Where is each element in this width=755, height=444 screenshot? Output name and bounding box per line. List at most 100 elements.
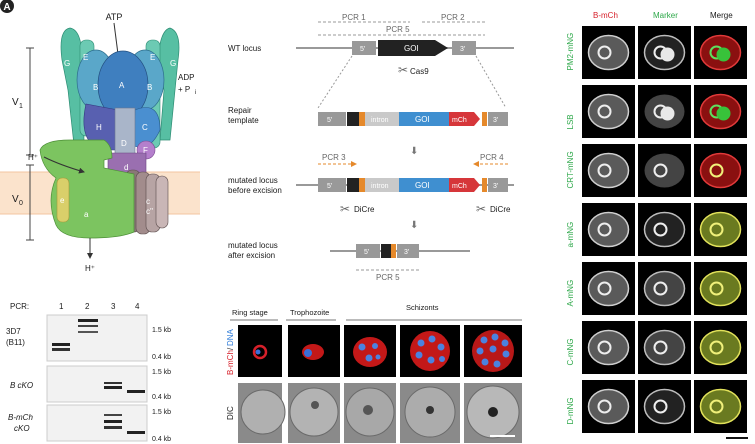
dicre-left-label: DiCre [354, 205, 375, 214]
svg-text:GOI: GOI [415, 181, 430, 190]
svg-text:/: / [226, 347, 235, 350]
lane-2-label: 2 [85, 302, 90, 311]
col-header-marker: Marker [653, 11, 678, 20]
stage-schizonts: Schizonts [406, 303, 439, 312]
wt-locus-label: WT locus [228, 44, 261, 53]
arrow-down-1-icon: ⬇ [410, 146, 418, 157]
dicre-scissors-left-icon: ✂ [340, 202, 350, 216]
row-label-3: a-mNG [566, 222, 575, 248]
size-marker-15-a: 1.5 kb [152, 327, 171, 334]
v1-label: V [12, 97, 19, 108]
label-G-left: G [64, 59, 70, 68]
size-marker-15-c: 1.5 kb [152, 409, 171, 416]
svg-text:0: 0 [19, 200, 23, 207]
svg-text:5': 5' [327, 183, 332, 190]
svg-text:1: 1 [19, 103, 23, 110]
pcr5-top-label: PCR 5 [386, 25, 410, 34]
pcr5-bottom-label: PCR 5 [376, 273, 400, 282]
label-F: F [143, 146, 148, 155]
label-E-right: E [150, 53, 155, 62]
svg-text:3': 3' [493, 117, 498, 124]
lane-4-label: 4 [135, 302, 140, 311]
lane-1-label: 1 [59, 302, 64, 311]
svg-text:GOI: GOI [415, 115, 430, 124]
svg-text:mCh: mCh [452, 183, 467, 190]
fluor-row [238, 325, 522, 377]
channel-dna-label: DNA [226, 328, 235, 346]
label-c2: c'' [146, 207, 154, 216]
panel-c: PCR: 1 2 3 4 3D7 (B11) 1.5 kb 0.4 kb B c… [6, 302, 171, 443]
label-B-right: B [147, 83, 152, 92]
svg-text:GOI: GOI [404, 44, 419, 53]
label-D: D [121, 139, 127, 148]
svg-text:cKO: cKO [14, 424, 30, 433]
h-plus-bottom: H⁺ [85, 264, 95, 273]
stage-ring: Ring stage [232, 308, 268, 317]
atp-label: ATP [106, 12, 123, 22]
pcr4-label: PCR 4 [480, 153, 504, 162]
size-marker-15-b: 1.5 kb [152, 369, 171, 376]
h-plus-top: H⁺ [28, 153, 38, 162]
panel-a-letter: A [3, 2, 10, 13]
col-header-bmch: B-mCh [593, 11, 618, 20]
label-E-left: E [83, 53, 88, 62]
label-d: d [124, 163, 128, 172]
row-label-5: C-mNG [566, 338, 575, 365]
channel-dic-label: DIC [226, 406, 235, 420]
mut-after-label-2: after excision [228, 251, 275, 260]
svg-text:(B11): (B11) [6, 338, 25, 347]
svg-text:5': 5' [360, 46, 365, 53]
gel-row-1-label: 3D7 [6, 327, 21, 336]
v0-label: V [12, 194, 19, 205]
svg-text:intron: intron [371, 117, 389, 124]
size-marker-04-a: 0.4 kb [152, 354, 171, 361]
adp-label: ADP [178, 73, 194, 82]
label-B-left: B [93, 83, 98, 92]
gel-bmch-cko [47, 405, 147, 441]
col-header-merge: Merge [710, 11, 733, 20]
label-C: C [142, 123, 148, 132]
mut-before-label-2: before excision [228, 186, 282, 195]
label-G-right: G [170, 59, 176, 68]
dicre-right-label: DiCre [490, 205, 511, 214]
mut-before-label-1: mutated locus [228, 176, 278, 185]
pcr2-label: PCR 2 [441, 13, 465, 22]
svg-text:mCh: mCh [452, 117, 467, 124]
svg-text:+ P: + P [178, 85, 190, 94]
row-label-0: PM2-mNG [566, 33, 575, 71]
label-e: e [60, 196, 65, 205]
repair-label-2: template [228, 116, 259, 125]
dic-row [238, 383, 522, 443]
repair-label-1: Repair [228, 106, 252, 115]
panel-b: PCR 1 PCR 2 PCR 5 WT locus 5' GOI 3' ✂ C… [228, 13, 514, 282]
pcr-lanes-label: PCR: [10, 302, 29, 311]
dicre-scissors-right-icon: ✂ [476, 202, 486, 216]
mut-after-label-1: mutated locus [228, 241, 278, 250]
label-H: H [96, 123, 102, 132]
pcr1-label: PCR 1 [342, 13, 366, 22]
row-label-4: A-mNG [566, 280, 575, 307]
panel-a: A V 1 V 0 ATP ADP + P i [0, 0, 200, 273]
cas9-label: Cas9 [410, 67, 429, 76]
panel-e: B-mCh Marker Merge PM2-mNGLSBCRT-mNGa-mN… [566, 11, 748, 438]
arrow-down-2-icon: ⬇ [410, 220, 418, 231]
svg-text:3': 3' [460, 46, 465, 53]
gel-row-3-label: B-mCh [8, 413, 33, 422]
size-marker-04-b: 0.4 kb [152, 394, 171, 401]
size-marker-04-c: 0.4 kb [152, 436, 171, 443]
lane-3-label: 3 [111, 302, 116, 311]
channel-bmch-label: B-mCh [226, 350, 235, 375]
stage-trophozoite: Trophozoite [290, 308, 329, 317]
label-a: a [84, 210, 89, 219]
svg-text:5': 5' [364, 249, 369, 256]
gel-b-cko [47, 366, 147, 402]
row-label-2: CRT-mNG [566, 151, 575, 188]
svg-text:5': 5' [327, 117, 332, 124]
pcr3-label: PCR 3 [322, 153, 346, 162]
cas9-scissors-icon: ✂ [398, 63, 408, 77]
panel-d: Ring stage Trophozoite Schizonts B-mCh /… [226, 303, 522, 443]
label-c: c [146, 197, 150, 206]
svg-text:i: i [195, 90, 196, 96]
gel-row-2-label: B cKO [10, 381, 33, 390]
